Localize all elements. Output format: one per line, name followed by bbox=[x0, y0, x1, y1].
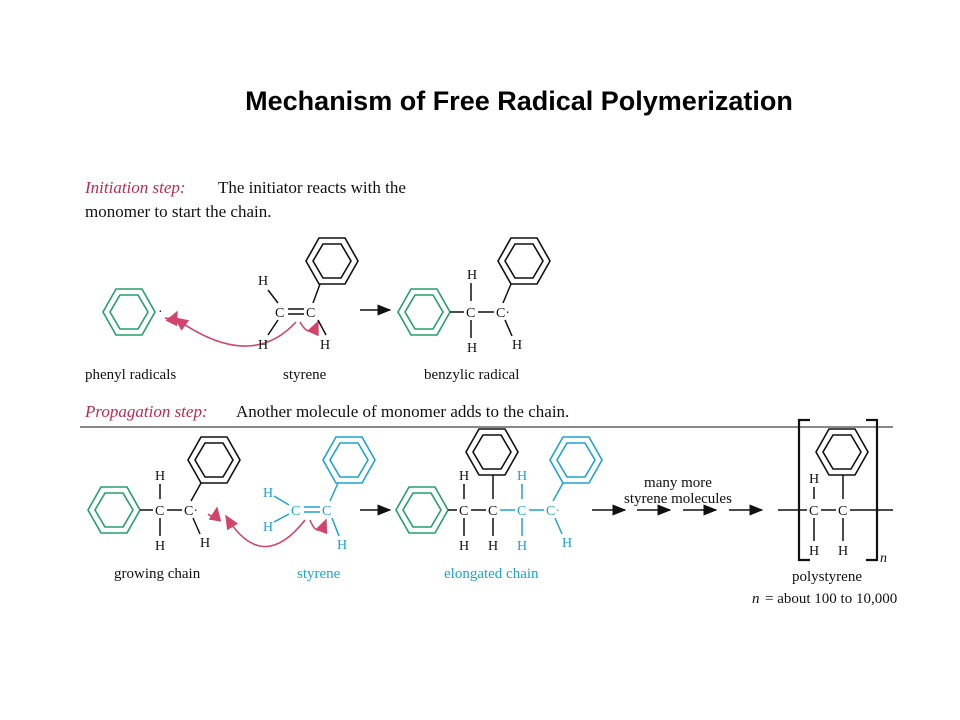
elongated-ring-black bbox=[465, 428, 519, 476]
styrene-prop-c1: C bbox=[291, 504, 300, 519]
elongated-c3: C bbox=[517, 504, 526, 519]
benzylic-c2: C· bbox=[496, 306, 510, 321]
benzylic-h-right: H bbox=[512, 338, 522, 353]
label-benzylic-radical: benzylic radical bbox=[424, 367, 519, 383]
propagation-step-label: Propagation step: bbox=[84, 402, 208, 421]
elongated-bonds-blue bbox=[500, 482, 564, 536]
label-many-more-line1: many more bbox=[644, 475, 712, 491]
poly-c2: C bbox=[838, 504, 847, 519]
benzylic-bonds bbox=[450, 283, 513, 338]
label-polystyrene: polystyrene bbox=[792, 569, 862, 585]
elongated-h2-bottom: H bbox=[488, 539, 498, 554]
label-many-more-line2: styrene molecules bbox=[624, 491, 732, 507]
growing-chain-ring-top bbox=[187, 436, 241, 484]
growing-h-top: H bbox=[155, 469, 165, 484]
benzylic-h-top: H bbox=[467, 268, 477, 283]
growing-c2: C· bbox=[184, 504, 198, 519]
growing-h-right: H bbox=[200, 536, 210, 551]
elongated-h3-bottom: H bbox=[517, 539, 527, 554]
poly-h-bottom-right: H bbox=[838, 544, 848, 559]
styrene-prop-bonds bbox=[273, 482, 340, 537]
phenyl-radical-ring bbox=[102, 288, 156, 336]
elongated-c2: C bbox=[488, 504, 497, 519]
fishhook-arrow-initiator bbox=[164, 310, 178, 327]
elongated-phenyl-ring bbox=[395, 486, 449, 534]
poly-h-top: H bbox=[809, 472, 819, 487]
initiation-description-line2: monomer to start the chain. bbox=[85, 202, 271, 221]
elongated-c1: C bbox=[459, 504, 468, 519]
elongated-bonds-black bbox=[448, 475, 494, 536]
elongated-h4-right: H bbox=[562, 536, 572, 551]
phenyl-radical-dot: · bbox=[158, 305, 163, 320]
benzylic-phenyl-ring bbox=[397, 288, 451, 336]
elongated-h3-top: H bbox=[517, 469, 527, 484]
fishhook-arrow-growing bbox=[207, 506, 222, 522]
elongated-ring-blue bbox=[549, 436, 603, 484]
elongated-h1-top: H bbox=[459, 469, 469, 484]
poly-c1: C bbox=[809, 504, 818, 519]
label-n-variable: n bbox=[752, 591, 760, 607]
fishhook-arrow-styrene-prop bbox=[309, 518, 328, 535]
polystyrene-bonds bbox=[778, 475, 893, 541]
polystyrene-brackets bbox=[797, 418, 879, 562]
elongated-c4: C· bbox=[546, 504, 560, 519]
fishhook-arrow-styrene bbox=[299, 320, 319, 337]
label-phenyl-radicals: phenyl radicals bbox=[85, 367, 176, 383]
growing-c1: C bbox=[155, 504, 164, 519]
page-title: Mechanism of Free Radical Polymerization bbox=[245, 86, 793, 116]
styrene-prop-h-bottom: H bbox=[263, 520, 273, 535]
growing-chain-bonds bbox=[140, 482, 202, 536]
benzylic-h-bottom: H bbox=[467, 341, 477, 356]
elongated-h1-bottom: H bbox=[459, 539, 469, 554]
curved-arrow-propagation bbox=[225, 514, 306, 548]
curved-arrow-initiation bbox=[173, 317, 297, 347]
styrene-c2: C bbox=[306, 306, 315, 321]
label-styrene-propagation: styrene bbox=[297, 566, 341, 582]
initiation-step-label: Initiation step: bbox=[84, 178, 186, 197]
label-elongated-chain: elongated chain bbox=[444, 566, 539, 582]
styrene-ring-initiation bbox=[305, 237, 359, 285]
initiation-description-line1: The initiator reacts with the bbox=[218, 178, 406, 197]
styrene-h-bottom-right: H bbox=[320, 338, 330, 353]
label-growing-chain: growing chain bbox=[114, 566, 201, 582]
styrene-ring-propagation bbox=[322, 436, 376, 484]
benzylic-ring-top bbox=[497, 237, 551, 285]
styrene-h-bottom-left: H bbox=[258, 338, 268, 353]
growing-chain-phenyl-ring bbox=[87, 486, 141, 534]
styrene-c1: C bbox=[275, 306, 284, 321]
styrene-prop-h-right: H bbox=[337, 538, 347, 553]
styrene-prop-h-top: H bbox=[263, 486, 273, 501]
label-styrene-initiation: styrene bbox=[283, 367, 327, 383]
poly-h-bottom-left: H bbox=[809, 544, 819, 559]
styrene-bonds-initiation bbox=[267, 283, 327, 336]
styrene-h-top: H bbox=[258, 274, 268, 289]
growing-h-bottom: H bbox=[155, 539, 165, 554]
benzylic-c1: C bbox=[466, 306, 475, 321]
label-n-value: = about 100 to 10,000 bbox=[765, 591, 897, 607]
styrene-prop-c2: C bbox=[322, 504, 331, 519]
polystyrene-ring bbox=[815, 428, 869, 476]
polystyrene-subscript-n: n bbox=[880, 551, 887, 566]
propagation-description: Another molecule of monomer adds to the … bbox=[236, 402, 569, 421]
